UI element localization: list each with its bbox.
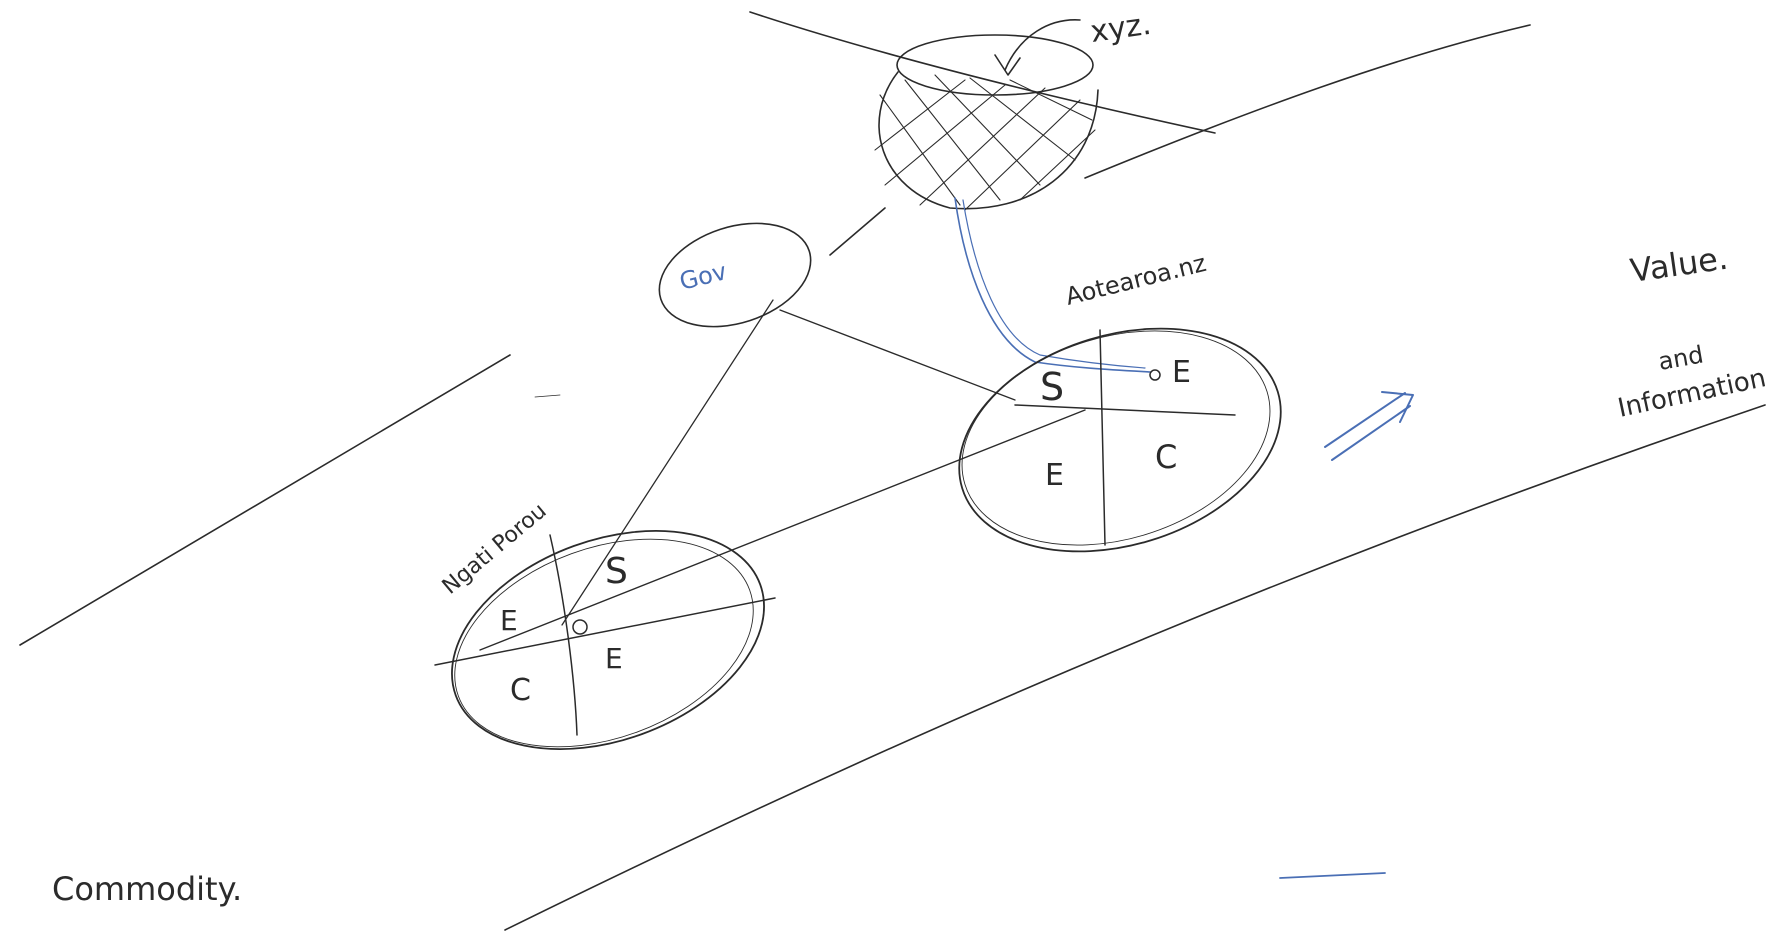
commodity-label: Commodity. (52, 870, 242, 908)
gov-label: Gov (677, 257, 730, 296)
band-lower-edge (505, 405, 1765, 930)
aotearoa-disc (932, 291, 1309, 588)
aotearoa-quadrant-bottom-right: C (1155, 438, 1177, 476)
ngati-porou-quadrant-left: E (500, 604, 518, 637)
band-upper-edge-3 (1085, 25, 1530, 178)
aotearoa-label: Aotearoa.nz (1063, 249, 1209, 311)
ngati-porou-quadrant-top-right: S (605, 551, 628, 592)
double-arrow-icon (1325, 392, 1413, 460)
ngati-porou-label: Ngati Porou (438, 498, 552, 599)
band-upper-edge (20, 355, 510, 645)
ngati-porou-quadrant-bottom-left: C (510, 673, 531, 708)
gov-oval (646, 205, 824, 345)
stray-stroke (1280, 873, 1385, 878)
band-upper-edge-2 (830, 208, 885, 255)
and-label: and (1656, 340, 1705, 375)
information-label: Information (1615, 363, 1768, 424)
stray-stroke-2 (535, 395, 560, 397)
xyz-net (875, 35, 1098, 210)
aotearoa-quadrant-top-right: E (1172, 355, 1191, 390)
ngati-porou-disc (422, 491, 795, 790)
xyz-label: xyz. (1088, 7, 1153, 50)
aotearoa-quadrant-top-left: S (1040, 365, 1064, 409)
gov-to-aotearoa-line (780, 310, 1015, 400)
aotearoa-quadrant-bottom-left: E (1045, 458, 1064, 493)
ngati-porou-quadrant-right: E (605, 642, 623, 675)
value-label: Value. (1628, 239, 1730, 290)
